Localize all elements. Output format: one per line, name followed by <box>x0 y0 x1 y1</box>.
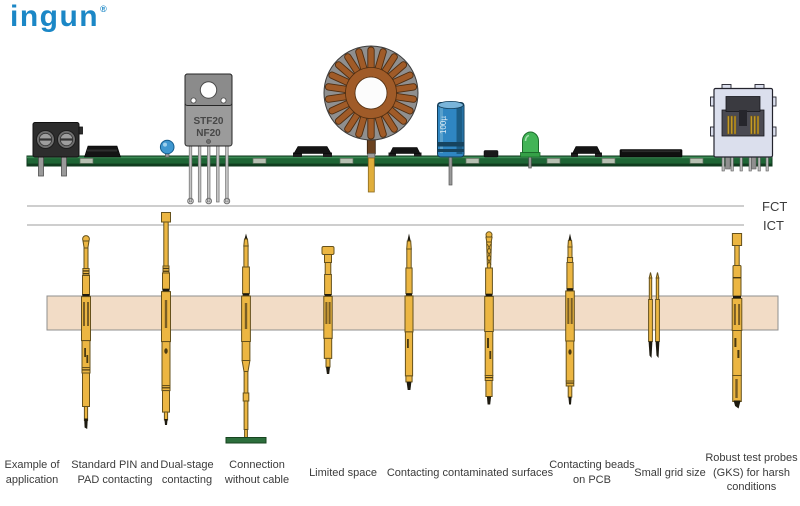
fct-level-line: FCT <box>27 199 787 214</box>
probe-contaminated-surfaces-a <box>404 233 414 390</box>
rj45-connector <box>710 84 777 172</box>
caption-example-of-application: Example of application <box>4 459 60 486</box>
probe-standard-pin-pad <box>81 235 91 429</box>
ingun-logo: ingun® <box>10 2 107 32</box>
caption-standard-pin-pad: Standard PIN and PAD contacting <box>71 459 159 486</box>
illustration-canvas: FCT ICT <box>26 45 787 444</box>
caption-row: Example of application Standard PIN and … <box>0 444 800 504</box>
probe-limited-space <box>321 246 335 374</box>
smd-chip <box>483 150 499 158</box>
caption-gks-robust: Robust test probes (GKS) for harsh condi… <box>705 452 798 494</box>
to220-transistor: STF20 NF20 <box>184 73 233 205</box>
probe-beads-on-pcb <box>565 233 575 405</box>
caption-small-grid-size: Small grid size <box>634 466 706 479</box>
smd-ic <box>619 149 683 158</box>
caption-beads-on-pcb: Contacting beads on PCB <box>549 459 635 486</box>
probe-connection-without-cable <box>225 233 267 444</box>
smd-component <box>388 147 422 157</box>
test-point-pin <box>159 139 175 158</box>
probe-gks-robust <box>731 233 743 409</box>
fct-label: FCT <box>762 199 787 214</box>
electrolytic-capacitor: 100µ <box>437 101 465 186</box>
pcb-pads <box>79 158 704 164</box>
smd-package <box>571 146 602 157</box>
pcb-assembly: STF20 NF20 <box>26 45 777 205</box>
logo-wordmark: ingun <box>10 0 100 33</box>
terminal-block <box>32 122 83 177</box>
probe-pcb-adapter-plate <box>225 437 267 444</box>
caption-dual-stage: Dual-stage contacting <box>160 459 214 486</box>
led <box>520 131 541 169</box>
pcb-board <box>26 155 773 167</box>
capacitor-marking: 100µ <box>439 116 448 134</box>
ict-level-line: ICT <box>27 218 784 233</box>
transistor-marking-1: STF20 <box>193 116 223 127</box>
smd-diode <box>84 145 121 158</box>
probe-small-grid-pair <box>648 272 660 358</box>
smd-transistor <box>293 146 332 157</box>
caption-connection-without-cable: Connection without cable <box>224 459 290 486</box>
probe-dual-stage <box>161 212 171 425</box>
transistor-marking-2: NF20 <box>196 128 221 139</box>
toroidal-inductor <box>323 45 419 193</box>
ict-label: ICT <box>763 218 784 233</box>
registered-trademark: ® <box>100 4 107 14</box>
caption-contaminated-surfaces: Contacting contaminated surfaces <box>386 466 554 479</box>
probe-contaminated-surfaces-b <box>484 231 494 405</box>
caption-limited-space: Limited space <box>309 466 377 479</box>
